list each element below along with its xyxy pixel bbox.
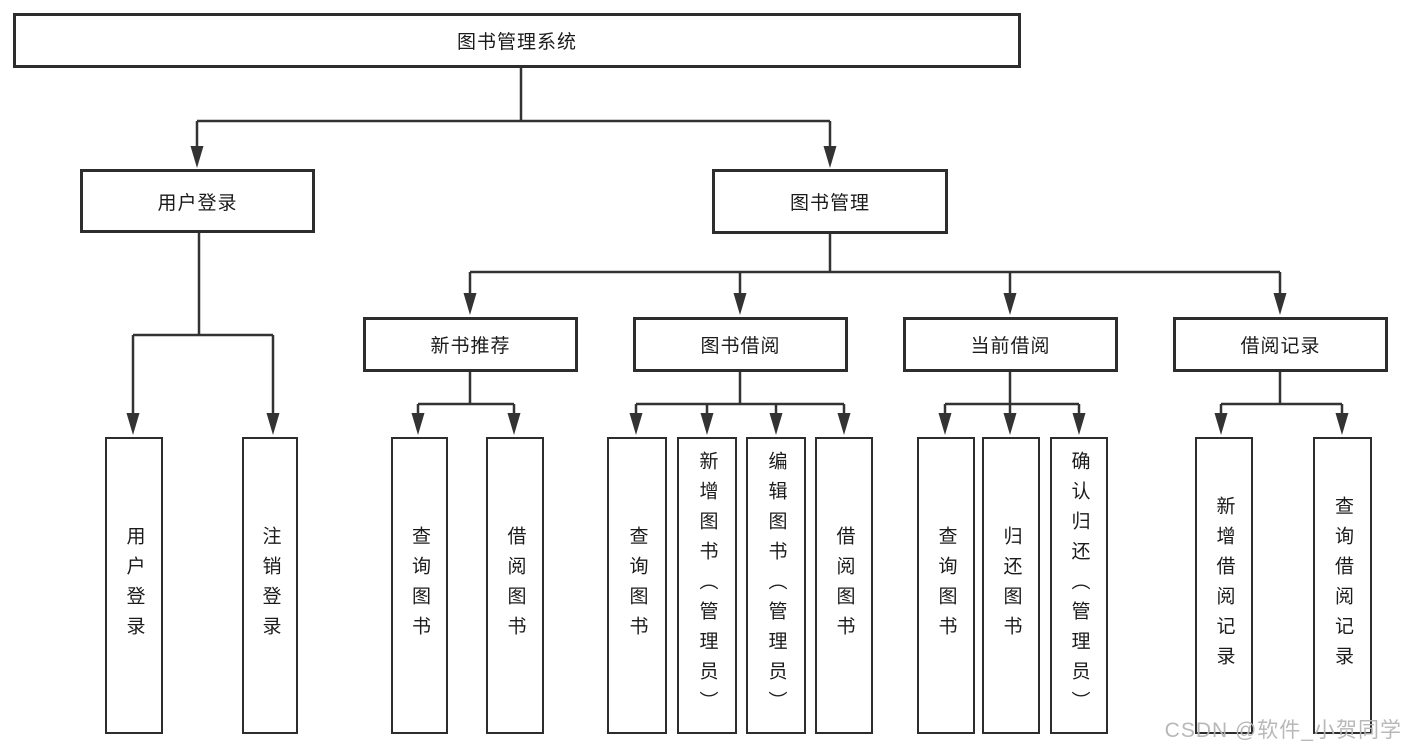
arrowhead-book-mgmt [823,146,837,168]
leaf-query-books-1: 查询图书 [391,437,448,734]
arrowhead-borrowing [733,293,747,315]
arrowhead-g3l2 [1003,413,1017,435]
leaf-query-borrow-record: 查询借阅记录 [1313,437,1372,734]
arrowhead-g3l1 [938,413,952,435]
node-book-borrowing: 图书借阅 [633,317,848,372]
arrowhead-leaf-logout [266,413,280,435]
leaf-add-borrow-record: 新增借阅记录 [1195,437,1253,734]
node-current-borrowing: 当前借阅 [903,317,1118,372]
leaf-add-books-admin: 新增图书（管理员） [677,437,737,734]
leaf-query-books-3: 查询图书 [917,437,975,734]
arrowhead-g3l3 [1072,413,1086,435]
arrowhead-g2l4 [837,413,851,435]
arrowhead-g1l1 [411,413,425,435]
watermark: CSDN @软件_小贺同学 [1164,719,1402,742]
leaf-edit-books-admin: 编辑图书（管理员） [746,437,806,734]
leaf-logout: 注销登录 [242,437,298,734]
leaf-return-books: 归还图书 [982,437,1040,734]
arrowhead-records [1273,293,1287,315]
leaf-borrow-books-2: 借阅图书 [815,437,873,734]
arrowhead-g1l2 [507,413,521,435]
node-library-management-system: 图书管理系统 [13,13,1021,68]
arrowhead-g2l3 [769,413,783,435]
arrowhead-g4l2 [1335,413,1349,435]
arrowhead-g4l1 [1214,413,1228,435]
arrowhead-current [1003,293,1017,315]
node-user-login: 用户登录 [80,169,315,233]
arrowhead-g2l1 [629,413,643,435]
arrowhead-leaf-login [126,413,140,435]
leaf-borrow-books-1: 借阅图书 [486,437,544,734]
node-book-management: 图书管理 [712,169,948,234]
leaf-user-login: 用户登录 [105,437,163,734]
arrowhead-newbook [463,293,477,315]
leaf-confirm-return-admin: 确认归还（管理员） [1050,437,1108,734]
node-borrowing-records: 借阅记录 [1173,317,1388,372]
node-new-book-recommendation: 新书推荐 [363,317,578,372]
arrowhead-g2l2 [700,413,714,435]
arrowhead-user-login [190,146,204,168]
leaf-query-books-2: 查询图书 [607,437,667,734]
